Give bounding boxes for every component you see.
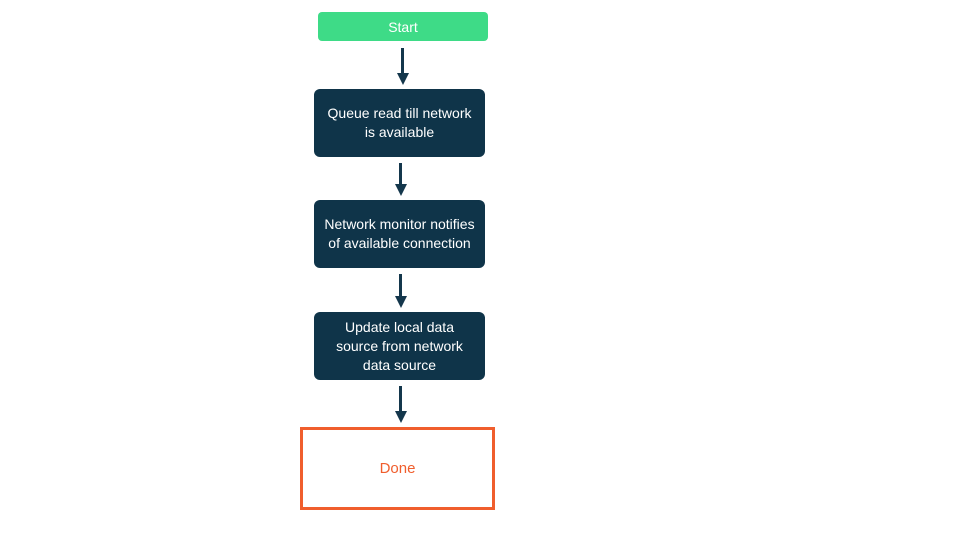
arrow-head-icon [394, 411, 407, 423]
flow-node-done: Done [300, 427, 495, 510]
flow-node-start-label: Start [388, 18, 418, 35]
down-arrow-start-to-queue [396, 48, 409, 85]
arrow-stem [399, 274, 402, 296]
arrow-stem [399, 163, 402, 184]
flow-node-done-label: Done [379, 460, 416, 477]
arrow-stem [399, 386, 402, 411]
flow-node-queue-read: Queue read till network is available [314, 89, 485, 157]
arrow-stem [401, 48, 404, 73]
arrow-head-icon [394, 184, 407, 196]
down-arrow-update-to-done [394, 386, 407, 423]
flow-node-update-local-label: Update local data source from network da… [336, 318, 463, 373]
flow-node-queue-read-label: Queue read till network is available [327, 105, 472, 140]
down-arrow-monitor-to-update [394, 274, 407, 308]
flow-node-start: Start [318, 12, 488, 41]
flow-node-network-monitor-label: Network monitor notifies of available co… [324, 216, 475, 251]
arrow-head-icon [396, 73, 409, 85]
flow-node-network-monitor: Network monitor notifies of available co… [314, 200, 485, 268]
arrow-head-icon [394, 296, 407, 308]
down-arrow-queue-to-monitor [394, 163, 407, 196]
flow-node-update-local: Update local data source from network da… [314, 312, 485, 380]
